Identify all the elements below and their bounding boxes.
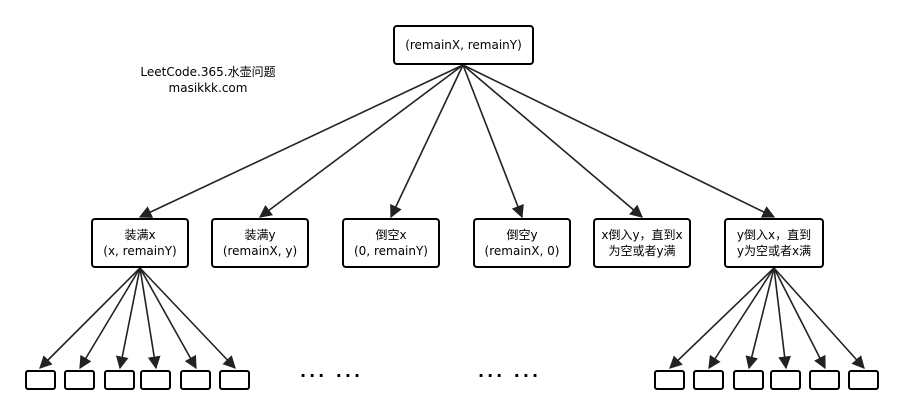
child-to-leaf-arrow	[708, 267, 775, 370]
root-to-child-arrow	[462, 64, 643, 218]
child-to-leaf-arrow	[139, 267, 161, 370]
child-node-pour-x-into-y: x倒入y，直到x 为空或者y满	[593, 218, 691, 268]
child-node-line1: 倒空x	[375, 228, 407, 242]
ellipsis-left: ··· ···	[300, 366, 364, 385]
child-to-leaf-arrow	[773, 267, 826, 370]
child-node-line1: 倒空y	[506, 228, 538, 242]
child-to-leaf-arrow	[773, 267, 791, 370]
leaf-node	[219, 370, 250, 390]
caption-site: masikkk.com	[168, 81, 248, 95]
leaf-node	[180, 370, 211, 390]
child-to-leaf-arrow	[39, 267, 141, 369]
child-node-line2: (0, remainY)	[354, 244, 428, 258]
caption-title: LeetCode.365.水壶问题	[140, 65, 276, 79]
leaf-node	[140, 370, 171, 390]
child-node-line2: (remainX, y)	[222, 244, 298, 258]
diagram-caption: LeetCode.365.水壶问题 masikkk.com	[118, 64, 298, 96]
child-node-empty-x: 倒空x (0, remainY)	[342, 218, 440, 268]
leaf-node	[64, 370, 95, 390]
root-to-child-arrow	[390, 64, 464, 219]
child-to-leaf-arrow	[139, 267, 197, 370]
child-node-empty-y: 倒空y (remainX, 0)	[473, 218, 571, 268]
leaf-node	[25, 370, 56, 390]
child-to-leaf-arrow	[745, 267, 775, 370]
leaf-node	[654, 370, 685, 390]
child-node-fill-x: 装满x (x, remainY)	[91, 218, 189, 268]
child-to-leaf-arrow	[139, 267, 236, 369]
root-to-child-arrow	[462, 64, 776, 218]
child-to-leaf-arrow	[79, 267, 141, 370]
leaf-node	[809, 370, 840, 390]
child-node-line1: 装满y	[244, 228, 276, 242]
leaf-node	[770, 370, 801, 390]
child-node-line2: y为空或者x满	[736, 244, 812, 258]
child-to-leaf-arrow	[773, 267, 865, 369]
root-to-child-arrow	[138, 64, 464, 218]
root-to-child-arrow	[462, 64, 524, 219]
leaf-node	[733, 370, 764, 390]
root-node-label: (remainX, remainY)	[405, 38, 522, 52]
child-node-line1: y倒入x，直到	[736, 228, 812, 242]
child-to-leaf-arrow	[115, 267, 141, 370]
child-node-line2: 为空或者y满	[608, 244, 676, 258]
ellipsis-right: ··· ···	[478, 366, 542, 385]
child-node-line2: (remainX, 0)	[484, 244, 560, 258]
child-node-line1: x倒入y，直到x	[601, 228, 683, 242]
child-node-pour-y-into-x: y倒入x，直到 y为空或者x满	[724, 218, 824, 268]
child-node-fill-y: 装满y (remainX, y)	[211, 218, 309, 268]
leaf-node	[848, 370, 879, 390]
child-node-line2: (x, remainY)	[103, 244, 177, 258]
root-node: (remainX, remainY)	[393, 25, 534, 65]
root-to-child-arrow	[258, 64, 464, 218]
leaf-node	[693, 370, 724, 390]
child-to-leaf-arrow	[669, 267, 775, 369]
leaf-node	[104, 370, 135, 390]
child-node-line1: 装满x	[124, 228, 156, 242]
